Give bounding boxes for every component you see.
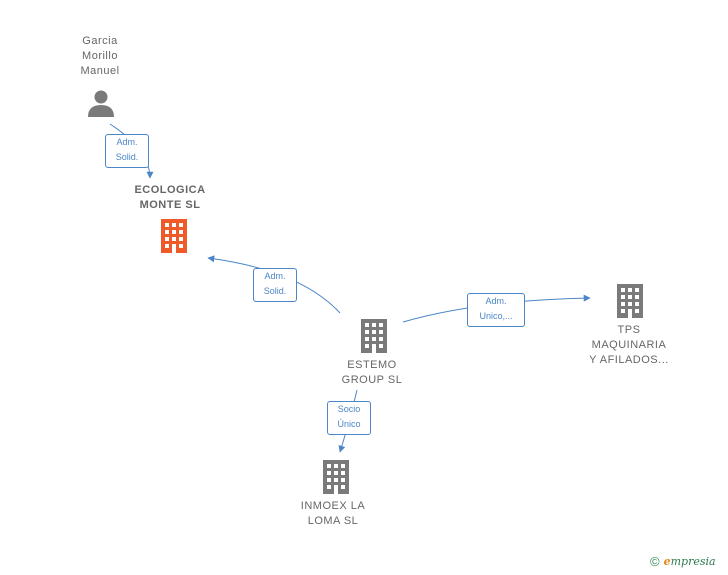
building-icon[interactable] — [158, 219, 190, 253]
copyright-icon: © — [650, 554, 660, 569]
brand-logo: empresia — [663, 555, 716, 568]
tps-name[interactable]: TPS MAQUINARIA Y AFILADOS... — [589, 324, 669, 366]
edge-label-estemo-tps[interactable]: Adm. Unico,... — [467, 293, 525, 327]
building-icon[interactable] — [614, 284, 646, 318]
footer-brand: © empresia — [650, 554, 716, 569]
building-icon[interactable] — [358, 319, 390, 353]
estemo-name[interactable]: ESTEMO GROUP SL — [341, 359, 403, 386]
edge-label-person-ecologica[interactable]: Adm. Solid. — [105, 134, 149, 168]
edge-label-estemo-ecologica[interactable]: Adm. Solid. — [253, 268, 297, 302]
building-icon[interactable] — [320, 460, 352, 494]
ecologica-name[interactable]: ECOLOGICA MONTE SL — [134, 184, 206, 211]
edge-label-estemo-inmoex[interactable]: Socio Único — [327, 401, 371, 435]
person-icon[interactable] — [86, 88, 116, 118]
inmoex-name[interactable]: INMOEX LA LOMA SL — [300, 500, 366, 527]
person-name[interactable]: Garcia Morillo Manuel — [80, 35, 120, 77]
